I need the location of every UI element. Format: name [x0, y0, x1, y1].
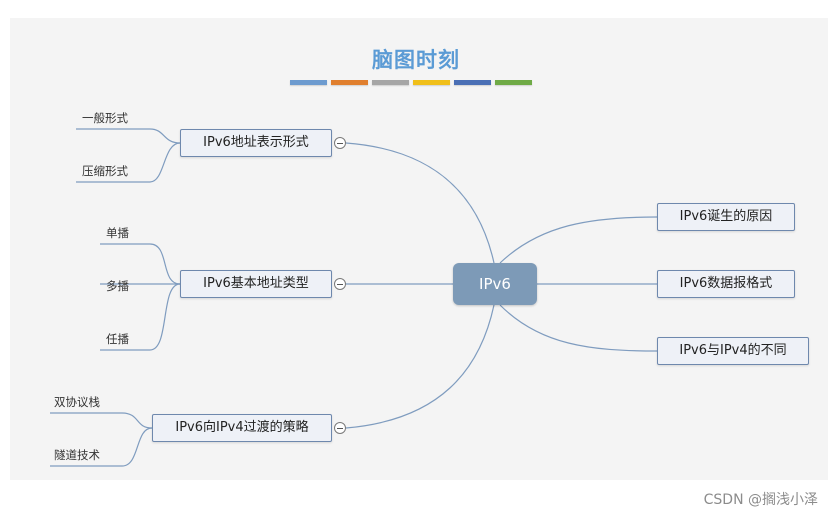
leaf-general-form[interactable]: 一般形式 [82, 111, 128, 125]
branch-transition-strategy[interactable]: IPv6向IPv4过渡的策略 [152, 414, 332, 442]
link-address-types-to-unicast [100, 243, 181, 285]
collapse-transition-icon[interactable] [334, 422, 346, 434]
color-bar-orange [331, 80, 368, 85]
branch-address-format[interactable]: IPv6地址表示形式 [180, 129, 332, 157]
color-bar-navy [454, 80, 491, 85]
collapse-address-types-icon[interactable] [334, 278, 346, 290]
mindmap-canvas [10, 18, 828, 480]
leaf-multicast[interactable]: 多播 [106, 279, 129, 293]
link-central-to-address-format [345, 142, 495, 264]
leaf-dual-stack[interactable]: 双协议栈 [54, 395, 100, 409]
leaf-unicast[interactable]: 单播 [106, 226, 129, 240]
csdn-watermark: CSDN @搁浅小泽 [703, 492, 818, 508]
color-bar-blue [290, 80, 327, 85]
color-bar-green [495, 80, 532, 85]
branch-ipv4-differences[interactable]: IPv6与IPv4的不同 [657, 337, 809, 365]
central-node[interactable]: IPv6 [453, 263, 537, 305]
collapse-address-format-icon[interactable] [334, 137, 346, 149]
link-address-format-to-compressed [76, 142, 181, 183]
color-bar-gray [372, 80, 409, 85]
leaf-tunneling[interactable]: 隧道技术 [54, 448, 100, 462]
mindmap-title: 脑图时刻 [372, 48, 460, 72]
branch-datagram-format[interactable]: IPv6数据报格式 [657, 270, 795, 298]
color-bar-yellow [413, 80, 450, 85]
link-central-to-transition [345, 304, 495, 429]
branch-address-types[interactable]: IPv6基本地址类型 [180, 270, 332, 298]
link-transition-to-tunneling [50, 427, 153, 467]
leaf-anycast[interactable]: 任播 [106, 332, 129, 346]
link-address-types-to-anycast [100, 283, 181, 351]
link-central-to-differences [499, 304, 658, 352]
leaf-compressed-form[interactable]: 压缩形式 [82, 164, 128, 178]
link-address-format-to-general [76, 128, 181, 144]
title-color-bars [290, 80, 532, 85]
branch-origin-reasons[interactable]: IPv6诞生的原因 [657, 203, 795, 231]
link-central-to-origin [499, 216, 658, 264]
link-transition-to-dual-stack [50, 412, 153, 429]
